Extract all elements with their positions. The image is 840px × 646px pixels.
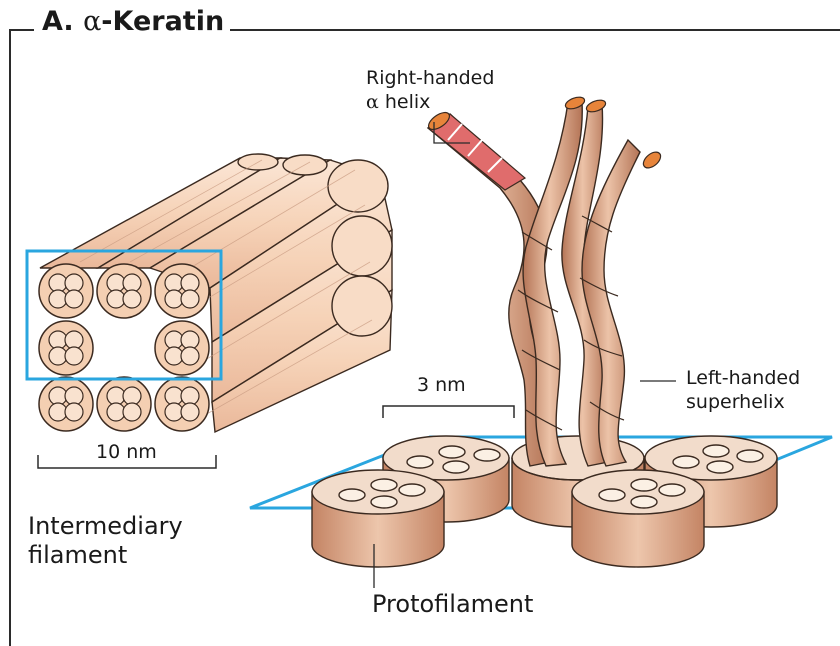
label-protofilament: Protofilament (372, 590, 533, 619)
label-3nm: 3 nm (417, 373, 466, 397)
label-helix: helix (379, 91, 431, 113)
label-left-handed-line1: Left-handed (686, 366, 800, 390)
label-right-handed-line1: Right-handed (366, 66, 494, 90)
scale-bar-3nm (383, 406, 514, 418)
label-left-handed: Left-handed superhelix (686, 366, 800, 414)
title-suffix: -Keratin (101, 6, 224, 37)
protofilament-disc-front-right (572, 470, 704, 567)
label-right-handed-line2: α helix (366, 90, 494, 114)
label-intermediary-line1: Intermediary (28, 512, 183, 541)
label-intermediary-line2: filament (28, 541, 183, 570)
label-left-handed-line2: superhelix (686, 390, 800, 414)
label-alpha: α (366, 91, 379, 113)
title-prefix: A. (42, 6, 83, 37)
label-right-handed: Right-handed α helix (366, 66, 494, 114)
superhelix-strands (428, 102, 640, 466)
protofilament-lobes (49, 274, 199, 421)
protofilament-disc-front-left (312, 470, 444, 567)
figure-title: A. α-Keratin (36, 4, 230, 40)
intermediary-filament-illustration (27, 154, 392, 468)
title-greek-alpha: α (83, 6, 101, 37)
label-intermediary-filament: Intermediary filament (28, 512, 183, 570)
label-10nm: 10 nm (96, 440, 157, 464)
